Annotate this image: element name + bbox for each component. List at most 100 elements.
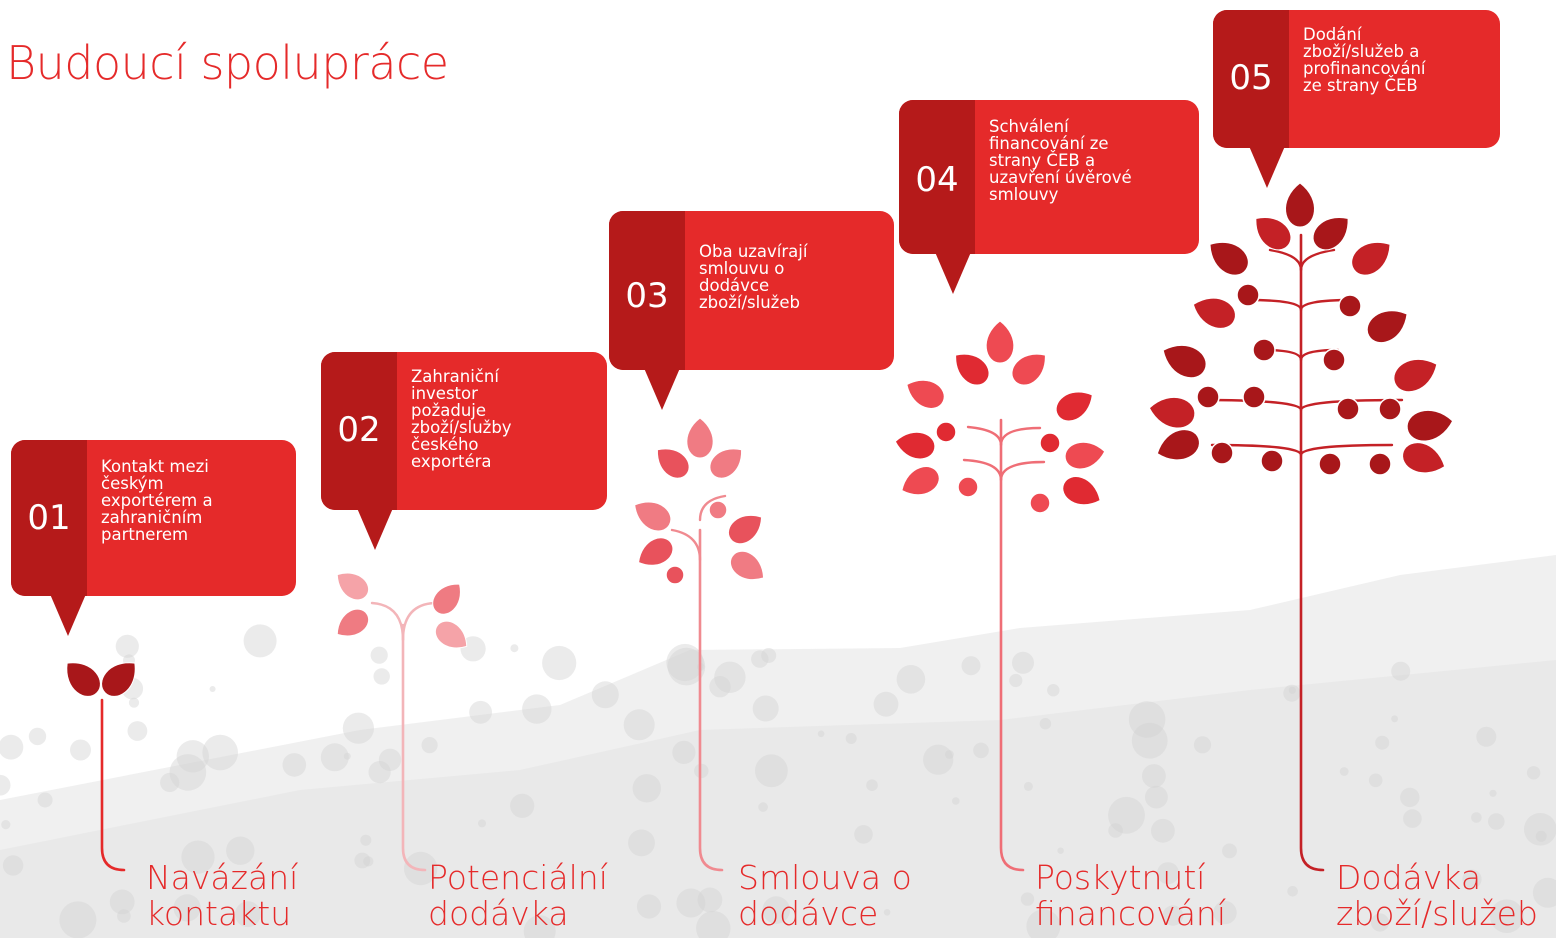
ground-dot bbox=[1287, 886, 1298, 897]
plant-4-branch bbox=[999, 460, 1046, 482]
ground-dot bbox=[173, 894, 201, 922]
ground-dot bbox=[1026, 909, 1061, 938]
plant-5-branch bbox=[1299, 398, 1404, 412]
ground-dot bbox=[973, 742, 989, 759]
ground-dot bbox=[342, 712, 374, 744]
ground-dot bbox=[0, 774, 11, 796]
ground-dot bbox=[1532, 877, 1556, 908]
plant-5-leaf bbox=[1393, 358, 1438, 393]
ground-dot bbox=[226, 836, 255, 865]
ground-dot bbox=[523, 915, 556, 938]
plant-3-leaf bbox=[656, 448, 690, 479]
ground-dot bbox=[866, 779, 878, 791]
plant-4-leaf bbox=[894, 431, 936, 460]
plant-5-fruit bbox=[1338, 294, 1362, 318]
ground-dot bbox=[676, 888, 706, 918]
ground-dot bbox=[817, 730, 825, 738]
ground-dot bbox=[1108, 823, 1123, 838]
ground-dot bbox=[1283, 684, 1301, 702]
ground-dot bbox=[28, 727, 47, 746]
callout-pointer bbox=[357, 508, 393, 550]
ground-dot bbox=[761, 648, 777, 663]
plant-4-leaf bbox=[1062, 476, 1101, 506]
ground-dot bbox=[751, 650, 769, 668]
step-description: Kontakt mezi českým exportérem a zahrani… bbox=[101, 457, 213, 544]
ground-dot bbox=[160, 772, 180, 793]
ground-dot bbox=[628, 829, 655, 857]
ground-dot bbox=[591, 681, 619, 709]
ground-dot bbox=[752, 695, 779, 722]
ground-dot bbox=[1462, 869, 1482, 889]
ground-dot bbox=[373, 668, 390, 685]
plant-5-leaf bbox=[1366, 310, 1408, 344]
ground-dot bbox=[368, 761, 391, 784]
plant-4-fruit bbox=[1039, 432, 1061, 454]
ground-dot bbox=[1213, 900, 1237, 925]
callout-pointer bbox=[50, 594, 86, 636]
step-number: 04 bbox=[915, 160, 959, 200]
plant-5-fruit bbox=[1196, 385, 1220, 409]
ground-dot bbox=[1009, 673, 1023, 688]
ground-dot bbox=[282, 753, 307, 777]
ground-dot bbox=[672, 740, 696, 765]
plant-5-fruit bbox=[1252, 338, 1276, 362]
plant-4-leaf bbox=[985, 320, 1015, 364]
plant-1-leaf bbox=[101, 662, 136, 697]
step-05-callout: 05 Dodání zboží/služeb a profinancování … bbox=[1213, 10, 1500, 188]
ground-dot bbox=[709, 676, 731, 698]
plant-4-fruit bbox=[1029, 492, 1051, 514]
ground-dot bbox=[209, 686, 216, 692]
ground-dot bbox=[623, 709, 655, 741]
ground-dot bbox=[1339, 767, 1349, 776]
plant-5-fruit bbox=[1210, 441, 1234, 465]
plant-5-fruit bbox=[1336, 397, 1360, 421]
plant-3-fruit bbox=[708, 500, 728, 520]
plant-4-stem bbox=[999, 418, 1025, 872]
step-description: Dodání zboží/služeb a profinancování ze … bbox=[1303, 25, 1426, 95]
ground-dot bbox=[1128, 701, 1166, 738]
ground-dot bbox=[478, 819, 486, 828]
step-description: Zahraniční investor požaduje zboží/služb… bbox=[411, 367, 512, 471]
plant-5-leaf bbox=[1351, 242, 1391, 276]
plant-5-leaf bbox=[1312, 216, 1349, 251]
ground-dot bbox=[510, 793, 535, 818]
ground-dot bbox=[758, 802, 768, 812]
ground-dot bbox=[243, 624, 277, 658]
plant-3-leaf bbox=[634, 501, 672, 532]
ground-dot bbox=[755, 754, 788, 788]
ground-dot bbox=[883, 909, 891, 916]
plant-5-leaf bbox=[1255, 216, 1292, 251]
step-number: 01 bbox=[27, 498, 71, 538]
step-01-callout: 01 Kontakt mezi českým exportérem a zahr… bbox=[11, 440, 296, 636]
ground-dot bbox=[1142, 764, 1166, 788]
ground-dot bbox=[1131, 722, 1168, 759]
plant-4-leaf bbox=[955, 353, 990, 386]
ground-dot bbox=[1524, 813, 1556, 846]
ground-dot bbox=[1403, 809, 1422, 828]
plant-3-stem bbox=[698, 528, 724, 872]
ground-dot bbox=[696, 911, 731, 938]
plant-5-branch bbox=[1268, 248, 1303, 272]
plant-3-leaf bbox=[730, 550, 765, 581]
plant-5-leaf bbox=[1162, 344, 1207, 379]
ground-dot bbox=[370, 646, 388, 664]
ground-dot bbox=[632, 774, 661, 803]
plant-4-branch bbox=[966, 425, 1003, 447]
ground-dot bbox=[1057, 847, 1064, 854]
plant-3-leaf bbox=[728, 514, 763, 545]
ground-dot bbox=[952, 797, 960, 805]
ground-dot bbox=[128, 697, 140, 708]
ground-dot bbox=[510, 644, 519, 653]
plant-5-branch bbox=[1299, 248, 1336, 272]
plant-3-leaf bbox=[637, 537, 674, 566]
ground-dot bbox=[1047, 684, 1060, 697]
plant-2-leaf bbox=[435, 620, 468, 649]
ground-dot bbox=[923, 744, 954, 775]
ground-dot bbox=[109, 889, 135, 915]
step-number: 05 bbox=[1229, 58, 1273, 98]
ground-dot bbox=[1370, 913, 1390, 932]
ground-dot bbox=[542, 645, 577, 681]
ground-dot bbox=[1162, 905, 1184, 926]
